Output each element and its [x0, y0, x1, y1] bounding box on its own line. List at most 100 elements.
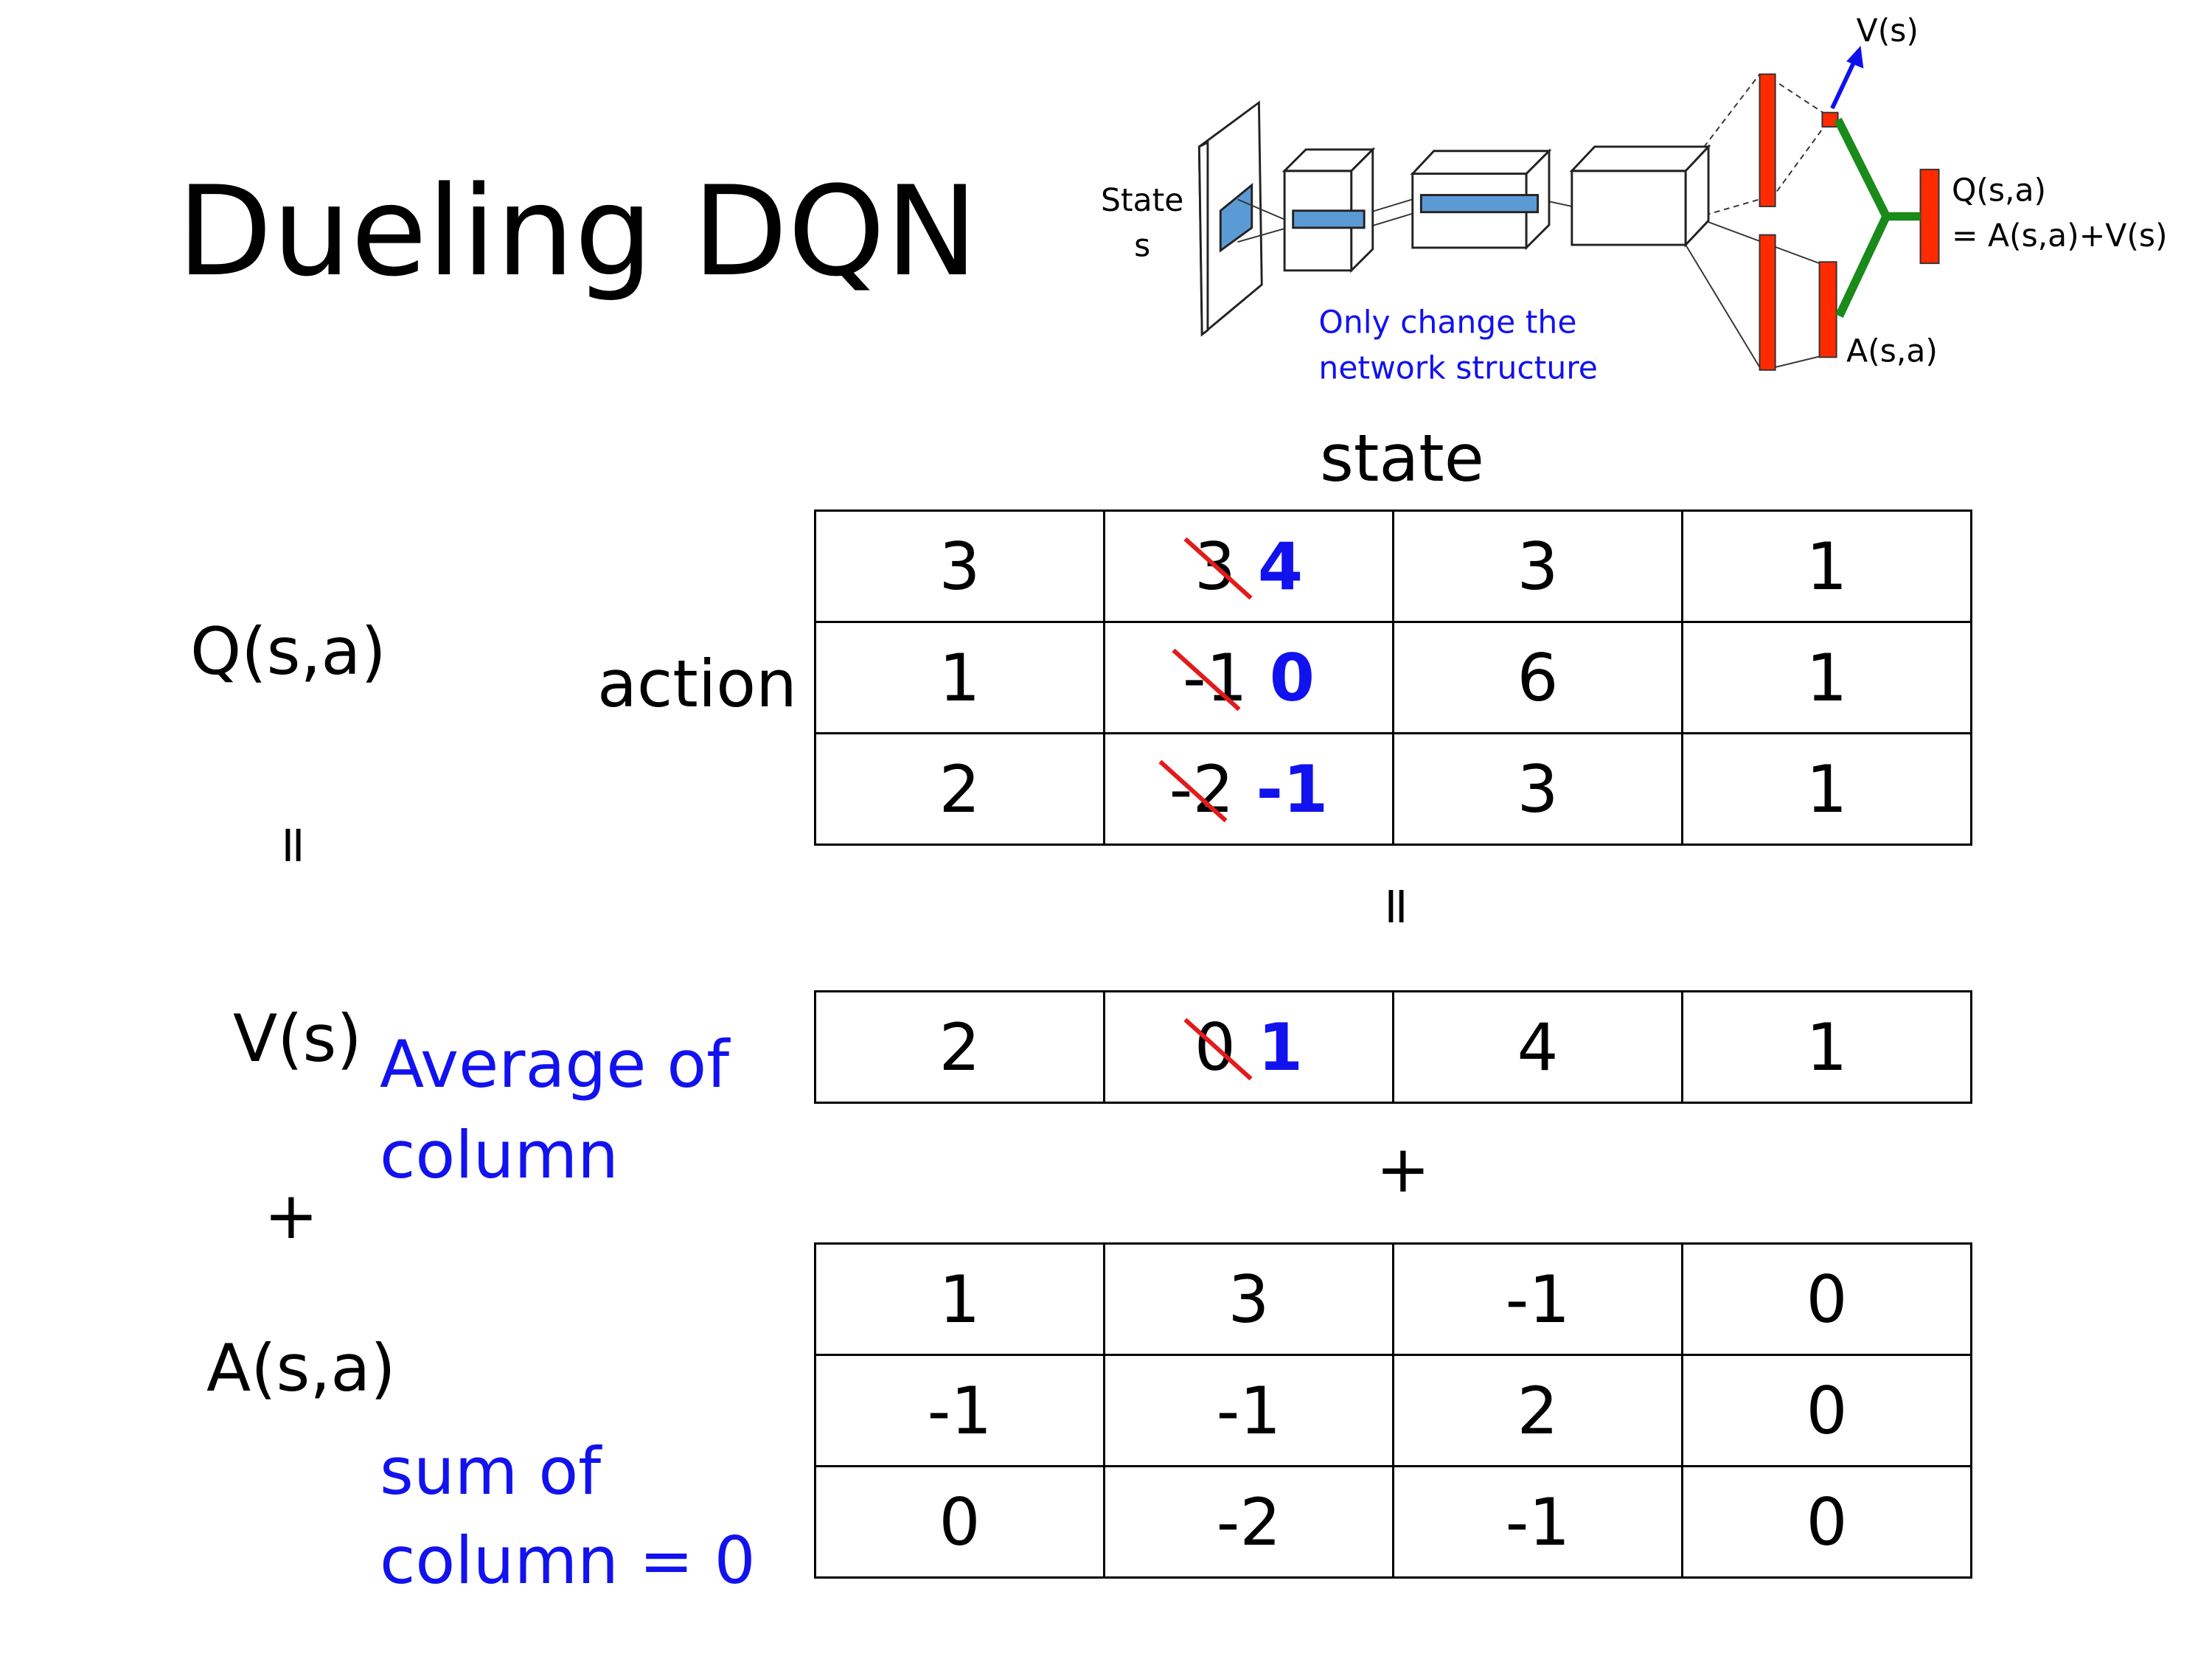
- action-axis-label: action: [597, 646, 797, 722]
- struck-old-value: -2: [1169, 751, 1234, 827]
- input-plane: [1197, 100, 1263, 337]
- equals-mid: =: [1367, 884, 1428, 928]
- sum-note-line-1: sum of: [380, 1433, 602, 1509]
- plus-mid: +: [1376, 1131, 1430, 1207]
- note-line-1: Only change the: [1318, 305, 1576, 341]
- cell-value: 4: [1517, 1009, 1559, 1085]
- plus-left: +: [264, 1178, 319, 1253]
- cell-value: 3: [1517, 528, 1559, 605]
- cell-value: 0: [1806, 1484, 1848, 1560]
- table-cell: -1: [1392, 1242, 1683, 1356]
- value-arrow: [1830, 45, 1864, 110]
- cell-value: 2: [939, 751, 981, 827]
- cell-value: 1: [1806, 528, 1848, 605]
- table-row: 1 -1 0 6 1: [814, 621, 1972, 734]
- v-label: V(s): [1857, 13, 1919, 49]
- cell-value: 2: [939, 1009, 981, 1085]
- cell-value: 3: [1228, 1261, 1270, 1338]
- cell-value: 2: [1517, 1372, 1559, 1449]
- new-value: -1: [1256, 751, 1329, 827]
- state-label: State: [1101, 183, 1183, 219]
- table-cell: -2 -1: [1103, 732, 1394, 846]
- table-cell: 3: [1392, 509, 1683, 623]
- state-sub-label: s: [1134, 229, 1150, 265]
- table-cell: -1: [1103, 1354, 1394, 1467]
- equals-left: =: [264, 823, 325, 867]
- advantage-stream-fc: [1759, 234, 1776, 371]
- new-value: 0: [1269, 639, 1315, 716]
- table-cell: 1: [1681, 732, 1972, 846]
- state-text: State s: [1101, 183, 1183, 265]
- table-cell: 2: [814, 990, 1105, 1104]
- cell-value: -1: [1505, 1261, 1571, 1338]
- value-output: [1821, 111, 1839, 128]
- cell-value: -1: [1216, 1372, 1281, 1449]
- cell-value: 1: [939, 639, 981, 716]
- cell-value: 3: [1517, 751, 1559, 827]
- table-cell: 1: [1681, 990, 1972, 1104]
- cell-value: 0: [939, 1484, 981, 1560]
- new-value: 4: [1257, 528, 1304, 605]
- connection-lines: [1237, 73, 1826, 368]
- table-cell: 1: [1681, 509, 1972, 623]
- average-note-line-2: column: [380, 1117, 619, 1193]
- table-row: 1 3 -1 0: [814, 1242, 1972, 1356]
- slide-title: Dueling DQN: [177, 159, 978, 304]
- table-cell: 2: [814, 732, 1105, 846]
- cell-value: 0: [1806, 1372, 1848, 1449]
- cell-value: 6: [1517, 639, 1559, 716]
- merge-lines: [1834, 117, 1921, 319]
- q-label: Q(s,a): [1952, 173, 2046, 209]
- a-label: A(s,a): [206, 1330, 396, 1406]
- table-cell: 3: [1103, 1242, 1394, 1356]
- table-row: 2 -2 -1 3 1: [814, 732, 1972, 846]
- table-cell: 0: [1681, 1354, 1972, 1467]
- table-cell: -1: [814, 1354, 1105, 1467]
- conv-layer-1: [1281, 147, 1376, 274]
- table-cell: 6: [1392, 621, 1683, 734]
- cell-value: 1: [1806, 639, 1848, 716]
- sum-note-line-2: column = 0: [380, 1523, 756, 1599]
- table-cell: -1: [1392, 1465, 1683, 1579]
- table-cell: 1: [814, 621, 1105, 734]
- table-row: 0 -2 -1 0: [814, 1465, 1972, 1579]
- cell-value: 0: [1806, 1261, 1848, 1338]
- value-stream-fc: [1759, 73, 1776, 207]
- q-output: [1919, 168, 1940, 265]
- q-label: Q(s,a): [190, 613, 386, 689]
- v-label: V(s): [233, 1001, 362, 1077]
- struck-old-value: 0: [1194, 1009, 1236, 1085]
- table-cell: -2: [1103, 1465, 1394, 1579]
- cell-value: -1: [927, 1372, 992, 1449]
- table-cell: -1 0: [1103, 621, 1394, 734]
- conv-layer-2: [1410, 148, 1552, 251]
- table-cell: 0: [1681, 1465, 1972, 1579]
- table-row: -1 -1 2 0: [814, 1354, 1972, 1467]
- table-cell: 1: [814, 1242, 1105, 1356]
- cell-value: -1: [1505, 1484, 1571, 1560]
- table-cell: 4: [1392, 990, 1683, 1104]
- state-axis-label: state: [1320, 420, 1484, 496]
- table-cell: 3: [1392, 732, 1683, 846]
- table-cell: 1: [1681, 621, 1972, 734]
- struck-old-value: 3: [1194, 528, 1236, 605]
- table-cell: 2: [1392, 1354, 1683, 1467]
- new-value: 1: [1257, 1009, 1304, 1085]
- conv-layer-3: [1569, 144, 1711, 248]
- cell-value: 1: [939, 1261, 981, 1338]
- struck-old-value: -1: [1183, 639, 1248, 716]
- table-cell: 3: [814, 509, 1105, 623]
- cell-value: 1: [1806, 1009, 1848, 1085]
- table-cell: 0: [814, 1465, 1105, 1579]
- average-note-line-1: Average of: [380, 1026, 730, 1102]
- cell-value: -2: [1216, 1484, 1281, 1560]
- a-table: 1 3 -1 0 -1 -1 2 0 0 -2 -1 0: [814, 1242, 1972, 1579]
- q-formula: = A(s,a)+V(s): [1952, 218, 2168, 254]
